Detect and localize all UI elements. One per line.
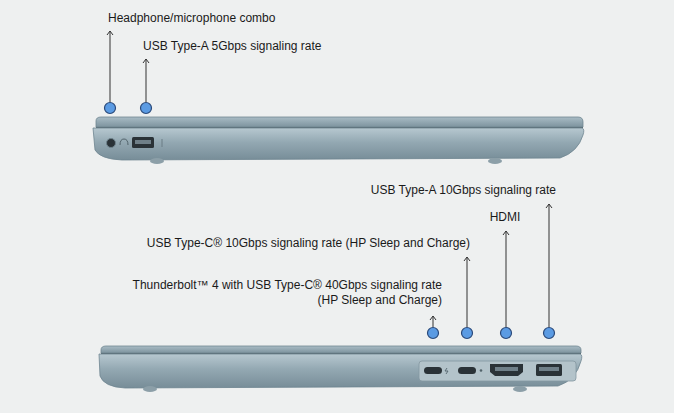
port-mark [162,139,163,147]
audio-jack [107,139,116,148]
foot [143,386,157,392]
leader-lines [110,31,549,327]
port-label: USB Type-C® 10Gbps signaling rate (HP Sl… [147,236,470,251]
port-label: Headphone/microphone combo [108,11,275,26]
callout-dot [141,103,152,114]
lid [101,346,581,353]
usb-a-tongue [135,140,151,144]
headphone-icon [120,139,128,145]
callout-dot [501,328,512,339]
port-label: USB Type-A 5Gbps signaling rate [143,39,322,54]
laptop-right-side [99,346,582,392]
callout-dot [462,328,473,339]
foot [488,158,502,164]
usb-c-icon [480,369,483,372]
callout-dot [544,328,555,339]
callout-dot [428,328,439,339]
port-label: USB Type-A 10Gbps signaling rate [371,183,556,198]
usb-a-port [536,364,562,376]
port-label: Thunderbolt™ 4 with USB Type-C® 40Gbps s… [130,278,442,308]
leader-line [467,257,468,327]
usb-c-port [458,367,476,374]
leader-line [146,59,147,102]
leader-line [549,204,550,327]
usb-a-port [132,137,154,148]
thunderbolt-port [424,367,442,374]
laptop-left-side [93,117,584,164]
foot [150,158,164,164]
foot [513,386,527,392]
port-panel [419,361,576,381]
base [93,128,584,160]
callout-dots [105,103,555,339]
leader-line [433,316,434,327]
usb-a-tongue [539,367,559,371]
hdmi-contacts [495,367,518,371]
leader-line [110,31,111,102]
callout-dot [105,103,116,114]
base [99,354,582,388]
hdmi-port [490,364,523,376]
leader-line [506,231,507,327]
thunderbolt-icon [445,368,448,374]
port-label: HDMI [490,210,521,225]
lid [96,117,583,127]
